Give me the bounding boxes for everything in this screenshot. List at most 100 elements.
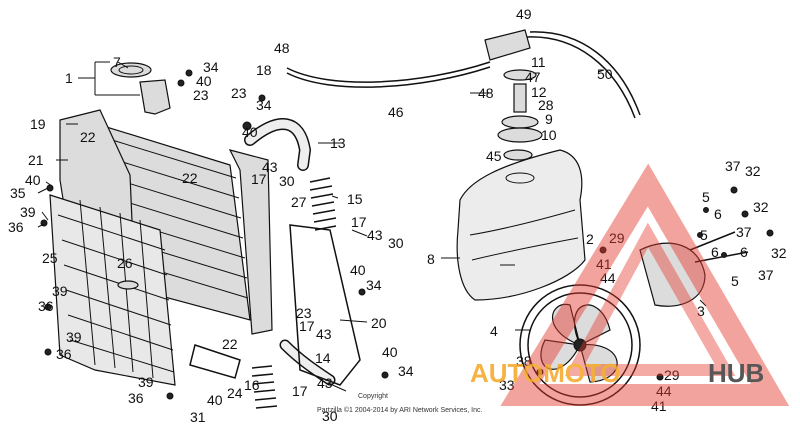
callout-24: 24 [227,385,243,401]
reserve-tank [456,149,586,301]
callout-17: 17 [351,214,367,230]
callout-38: 38 [516,353,532,369]
bolt [177,79,185,87]
bolt [766,229,774,237]
nut [536,368,544,376]
bolt [358,288,366,296]
callout-16: 16 [244,377,260,393]
callout-32: 32 [753,199,769,215]
callout-43: 43 [317,375,333,391]
callout-34: 34 [366,277,382,293]
callout-41: 41 [651,398,667,414]
callout-40: 40 [207,392,223,408]
callout-37: 37 [758,267,774,283]
callout-35: 35 [10,185,26,201]
callout-22: 22 [80,129,96,145]
callout-40: 40 [25,172,41,188]
callout-46: 46 [388,104,404,120]
callout-23: 23 [193,87,209,103]
callout-43: 43 [262,159,278,175]
callout-12: 12 [531,84,547,100]
callout-23: 23 [231,85,247,101]
callout-3: 3 [697,303,705,319]
bolt [656,373,664,381]
bolt [730,186,738,194]
reserve-tank-assembly [456,29,586,301]
cap [497,127,543,143]
callout-23: 23 [296,305,312,321]
callout-40: 40 [242,124,258,140]
seal [503,69,537,81]
callout-44: 44 [600,270,616,286]
fan-motor [639,242,706,307]
callout-34: 34 [203,59,219,75]
callout-40: 40 [382,344,398,360]
o-ring [503,149,533,161]
callout-34: 34 [256,97,272,113]
bolt [697,232,703,238]
callout-25: 25 [42,250,58,266]
callout-43: 43 [316,326,332,342]
radiator-right-tank [228,149,273,335]
callout-39: 39 [20,204,36,220]
callout-36: 36 [38,298,54,314]
overflow-hose [286,61,491,83]
callout-30: 30 [279,173,295,189]
callout-6: 6 [714,206,722,222]
callout-5: 5 [702,189,710,205]
callout-45: 45 [486,148,502,164]
callout-40: 40 [196,73,212,89]
callout-50: 50 [597,66,613,82]
filler-neck [139,79,171,115]
callout-7: 7 [113,54,121,70]
lower-bracket [189,344,241,379]
callout-39: 39 [66,329,82,345]
callout-32: 32 [771,245,787,261]
callout-30: 30 [388,235,404,251]
callout-27: 27 [291,194,307,210]
callout-31: 31 [190,409,206,425]
tank-cap-bracket [484,29,531,61]
callout-9: 9 [545,111,553,127]
bolt [599,246,607,254]
washer [501,115,539,129]
callout-29: 29 [609,230,625,246]
callout-13: 13 [330,135,346,151]
fan-shroud [519,284,641,406]
callout-11: 11 [531,54,546,70]
fan-hub [573,338,587,352]
callout-48: 48 [478,85,494,101]
callout-36: 36 [8,219,24,235]
callout-6: 6 [711,244,719,260]
bolt [242,121,252,131]
callout-22: 22 [222,336,238,352]
callout-4: 4 [490,323,498,339]
watermark-text-secondary: HUB [708,358,764,388]
callout-43: 43 [367,227,383,243]
callout-41: 41 [596,256,612,272]
callout-48: 48 [274,40,290,56]
callout-6: 6 [740,244,748,260]
bolt [44,348,52,356]
callout-34: 34 [398,363,414,379]
bolt [703,207,709,213]
callout-10: 10 [541,127,557,143]
callout-37: 37 [736,224,752,240]
coil-hose-upper [309,177,337,231]
callout-22: 22 [182,170,198,186]
callout-15: 15 [347,191,363,207]
copyright-text: Partzilla ©1 2004-2014 by ARI Network Se… [317,406,483,414]
radiator-grille [49,194,176,386]
bolt [741,210,749,218]
callout-30: 30 [322,408,338,424]
callout-5: 5 [700,227,708,243]
watermark-logo: AUTOMOTO HUB [470,163,790,406]
breather-hose [529,31,641,116]
radiator-shroud [289,224,361,386]
callout-14: 14 [315,350,331,366]
pipe [513,83,527,113]
emblem [117,280,139,290]
coil-hose-lower [251,365,278,409]
callout-28: 28 [538,97,554,113]
callout-40: 40 [350,262,366,278]
